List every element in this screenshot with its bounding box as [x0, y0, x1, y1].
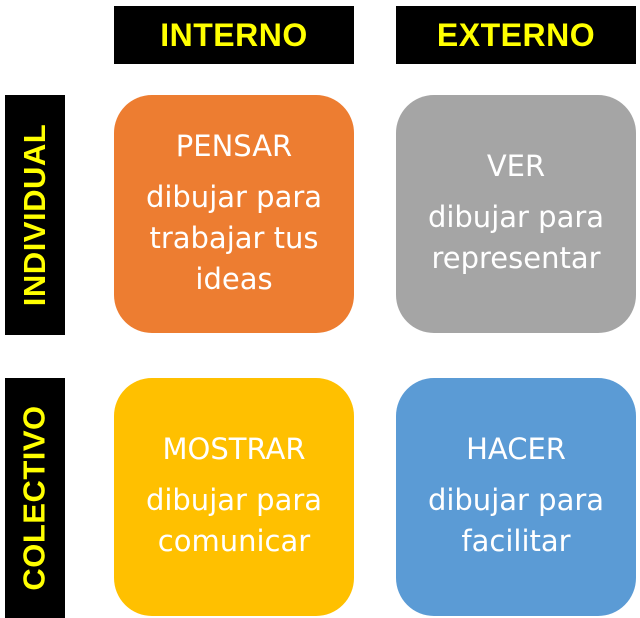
column-header-externo-label: EXTERNO — [436, 16, 596, 53]
card-hacer-description: dibujar para facilitar — [427, 483, 605, 558]
card-pensar: PENSAR dibujar para trabajar tus ideas — [114, 95, 354, 333]
card-mostrar-description: dibujar para comunicar — [145, 483, 323, 558]
column-header-interno-label: INTERNO — [160, 16, 308, 53]
row-header-individual-label: INDIVIDUAL — [17, 123, 53, 307]
card-ver-description: dibujar para representar — [427, 200, 605, 275]
card-hacer: HACER dibujar para facilitar — [396, 378, 636, 616]
card-ver: VER dibujar para representar — [396, 95, 636, 333]
card-pensar-description: dibujar para trabajar tus ideas — [145, 179, 323, 296]
column-header-interno: INTERNO — [114, 6, 354, 64]
row-header-colectivo-label: COLECTIVO — [17, 405, 52, 591]
card-hacer-title: HACER — [466, 432, 566, 466]
row-header-colectivo: COLECTIVO — [5, 378, 65, 618]
card-mostrar-title: MOSTRAR — [162, 432, 306, 466]
column-header-externo: EXTERNO — [396, 6, 636, 64]
row-header-individual: INDIVIDUAL — [5, 95, 65, 335]
card-pensar-title: PENSAR — [175, 128, 293, 163]
card-mostrar: MOSTRAR dibujar para comunicar — [114, 378, 354, 616]
card-ver-title: VER — [486, 149, 546, 183]
